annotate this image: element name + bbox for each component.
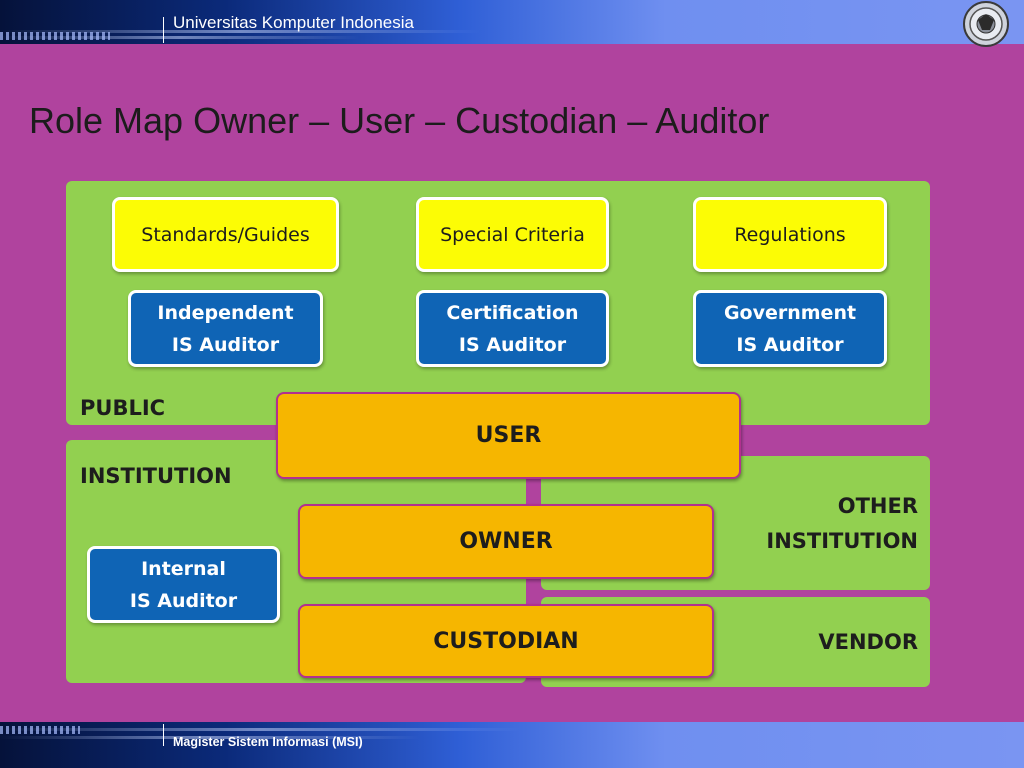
area-label-other-line2: INSTITUTION xyxy=(766,529,918,553)
auditor-label-line1: Government xyxy=(723,301,857,324)
footer-band xyxy=(0,722,1024,768)
footer-streak xyxy=(0,736,420,739)
guide-label: Special Criteria xyxy=(440,223,585,246)
area-label-institution: INSTITUTION xyxy=(80,464,232,488)
footer-streak xyxy=(0,728,520,731)
header-separator xyxy=(163,17,164,43)
guide-label: Standards/Guides xyxy=(141,223,310,246)
role-label: USER xyxy=(475,423,542,448)
auditor-certification: Certification IS Auditor xyxy=(416,290,609,367)
footer-dots xyxy=(0,726,80,734)
guide-regulations: Regulations xyxy=(693,197,887,272)
header-streak xyxy=(0,30,480,33)
slide-title: Role Map Owner – User – Custodian – Audi… xyxy=(29,100,770,141)
role-label: OWNER xyxy=(459,529,553,554)
auditor-label-line2: IS Auditor xyxy=(129,589,238,612)
role-custodian: CUSTODIAN xyxy=(298,604,714,678)
program-name: Magister Sistem Informasi (MSI) xyxy=(173,735,363,749)
area-label-other-line1: OTHER xyxy=(837,494,918,518)
guide-standards: Standards/Guides xyxy=(112,197,339,272)
auditor-independent: Independent IS Auditor xyxy=(128,290,323,367)
header-dots xyxy=(0,32,110,40)
role-user: USER xyxy=(276,392,741,479)
auditor-label-line2: IS Auditor xyxy=(736,333,844,356)
auditor-label-line2: IS Auditor xyxy=(458,333,567,356)
header-streak xyxy=(0,36,360,39)
auditor-label-line2: IS Auditor xyxy=(171,333,280,356)
guide-label: Regulations xyxy=(734,223,846,246)
institution-name: Universitas Komputer Indonesia xyxy=(173,13,414,32)
auditor-label-line1: Certification xyxy=(446,301,579,324)
header-band xyxy=(0,0,1024,44)
area-label-vendor: VENDOR xyxy=(818,630,918,654)
footer-separator xyxy=(163,724,164,746)
auditor-label-line1: Independent xyxy=(157,301,294,324)
guide-special-criteria: Special Criteria xyxy=(416,197,609,272)
auditor-internal: Internal IS Auditor xyxy=(87,546,280,623)
area-label-public: PUBLIC xyxy=(80,396,166,420)
auditor-government: Government IS Auditor xyxy=(693,290,887,367)
role-owner: OWNER xyxy=(298,504,714,579)
role-label: CUSTODIAN xyxy=(433,628,579,654)
university-seal-icon xyxy=(963,1,1009,47)
auditor-label-line1: Internal xyxy=(141,557,226,580)
